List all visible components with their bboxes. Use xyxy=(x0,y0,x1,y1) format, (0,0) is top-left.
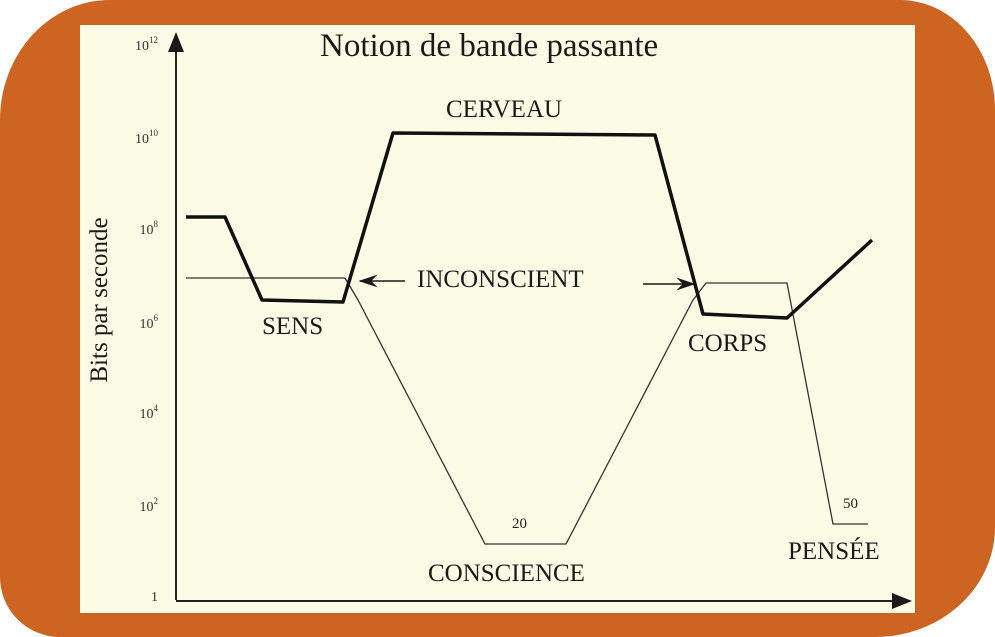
value-conscience: 20 xyxy=(512,516,527,532)
value-pensee: 50 xyxy=(843,496,858,512)
label-sens: SENS xyxy=(262,313,324,340)
cerveau-line xyxy=(186,131,874,320)
conscience-line xyxy=(186,277,868,545)
y-tick-1e2: 102 xyxy=(139,496,159,515)
label-cerveau: CERVEAU xyxy=(446,96,563,123)
y-tick-1e8: 108 xyxy=(139,219,159,238)
y-tick-1e4: 104 xyxy=(139,403,159,422)
label-conscience: CONSCIENCE xyxy=(428,560,585,587)
y-tick-1e6: 106 xyxy=(139,313,159,332)
chart-title: Notion de bande passante xyxy=(320,28,659,64)
y-axis-label: Bits par seconde xyxy=(86,217,113,383)
y-tick-1: 1 xyxy=(151,590,158,605)
inconscient-arrows xyxy=(358,274,696,291)
y-tick-1e12: 1012 xyxy=(135,35,158,54)
y-tick-1e10: 1010 xyxy=(135,128,158,147)
label-corps: CORPS xyxy=(688,330,768,357)
label-pensee: PENSÉE xyxy=(788,538,880,565)
label-inconscient: INCONSCIENT xyxy=(417,266,584,293)
